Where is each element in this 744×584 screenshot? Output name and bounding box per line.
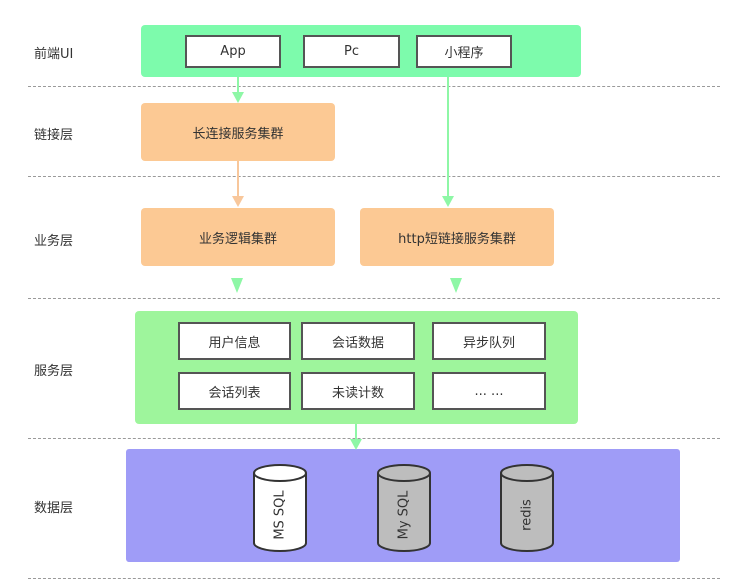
service-user-info-label: 用户信息 xyxy=(208,335,261,351)
arrow-miniprogram-to-http xyxy=(442,77,454,207)
layer-divider xyxy=(28,438,720,439)
redis-database-icon: redis xyxy=(500,464,554,552)
service-async-queue-label: 异步队列 xyxy=(462,335,515,351)
layer-label-link: 链接层 xyxy=(34,128,74,143)
service-async-queue: 异步队列 xyxy=(432,322,546,360)
business-logic-cluster: 业务逻辑集群 xyxy=(141,208,335,266)
mssql-label: MS SQL xyxy=(273,490,288,540)
service-session-list: 会话列表 xyxy=(178,372,291,410)
arrow-app-to-long-connection xyxy=(232,77,244,103)
frontend-app-label: App xyxy=(220,44,246,59)
arrow-service-to-data xyxy=(350,424,362,450)
layer-divider xyxy=(28,86,720,87)
layer-label-data: 数据层 xyxy=(34,501,74,516)
service-session-list-label: 会话列表 xyxy=(208,385,261,401)
long-connection-cluster: 长连接服务集群 xyxy=(141,103,335,161)
mysql-database-icon: My SQL xyxy=(377,464,431,552)
arrow-business-to-service xyxy=(231,278,243,293)
service-more: ... ... xyxy=(432,372,546,410)
frontend-pc-label: Pc xyxy=(344,44,359,59)
layer-label-service: 服务层 xyxy=(34,364,74,379)
long-connection-cluster-label: 长连接服务集群 xyxy=(192,126,284,142)
frontend-miniprogram-label: 小程序 xyxy=(444,46,484,61)
service-more-label: ... ... xyxy=(474,383,504,399)
frontend-miniprogram-box: 小程序 xyxy=(416,35,512,68)
service-session-data: 会话数据 xyxy=(301,322,415,360)
frontend-app-box: App xyxy=(185,35,281,68)
service-user-info: 用户信息 xyxy=(178,322,291,360)
layer-divider xyxy=(28,298,720,299)
arrow-http-to-service xyxy=(450,278,462,293)
http-short-connection-cluster-label: http短链接服务集群 xyxy=(398,231,516,247)
service-unread-count-label: 未读计数 xyxy=(331,385,384,401)
redis-label: redis xyxy=(520,499,535,531)
http-short-connection-cluster: http短链接服务集群 xyxy=(360,208,554,266)
service-unread-count: 未读计数 xyxy=(301,372,415,410)
layer-divider xyxy=(28,176,720,177)
layer-divider xyxy=(28,578,720,579)
mssql-database-icon: MS SQL xyxy=(253,464,307,552)
frontend-pc-box: Pc xyxy=(303,35,400,68)
layer-label-frontend: 前端UI xyxy=(34,47,74,62)
service-session-data-label: 会话数据 xyxy=(331,335,384,351)
business-logic-cluster-label: 业务逻辑集群 xyxy=(198,231,277,247)
arrow-long-connection-to-business xyxy=(232,161,244,207)
layer-label-business: 业务层 xyxy=(34,234,74,249)
mysql-label: My SQL xyxy=(397,490,412,540)
